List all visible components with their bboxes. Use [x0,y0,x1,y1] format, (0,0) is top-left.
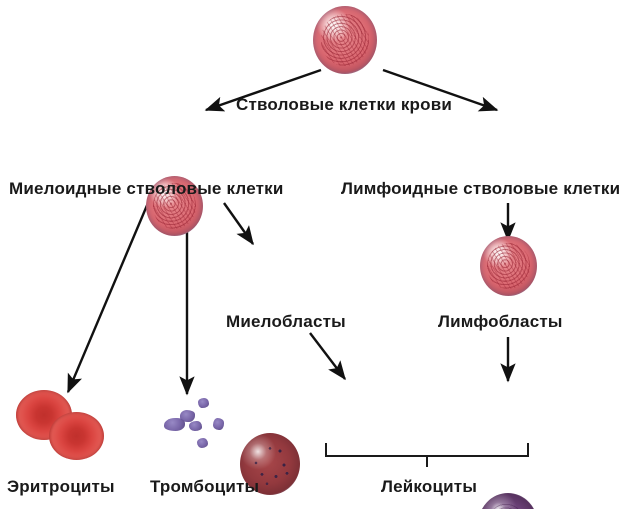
platelet-fragment [213,418,224,430]
bracket-right-tick [527,443,529,456]
label-erythrocytes: Эритроциты [7,477,115,496]
platelet-fragment [198,398,209,408]
label-blood-stem-cells: Стволовые клетки крови [236,95,453,114]
arrow-myeloid-to-myeloblast [223,202,254,246]
platelet-fragment [180,410,195,422]
platelet-fragment [164,418,185,431]
cell-blood-stem-cell [313,6,377,74]
bracket-stem [426,455,428,467]
cell-myeloblast [240,433,300,495]
label-thrombocytes: Тромбоциты [150,477,260,496]
arrow-myeloblast-to-neutrophil [309,332,346,381]
platelet-fragment [189,421,202,431]
label-lymphoid-stem-cells: Лимфоидные стволовые клетки [341,179,621,198]
platelet-fragment [197,438,208,448]
cell-lymphoid-stem-cell [480,236,537,296]
erythrocyte-disc [49,412,104,460]
cell-thrombocytes [158,390,248,460]
label-lymphoblasts: Лимфобласты [438,312,563,331]
arrow-myeloid-to-erythrocytes [66,202,150,394]
cell-myeloid-stem-cell [146,176,203,236]
cell-erythrocytes [16,390,106,462]
label-myeloblasts: Миелобласты [226,312,346,331]
bracket-left-tick [325,443,327,456]
label-myeloid-stem-cells: Миелоидные стволовые клетки [9,179,284,198]
label-leukocytes: Лейкоциты [381,477,478,496]
cell-lymphoblast [478,493,538,509]
